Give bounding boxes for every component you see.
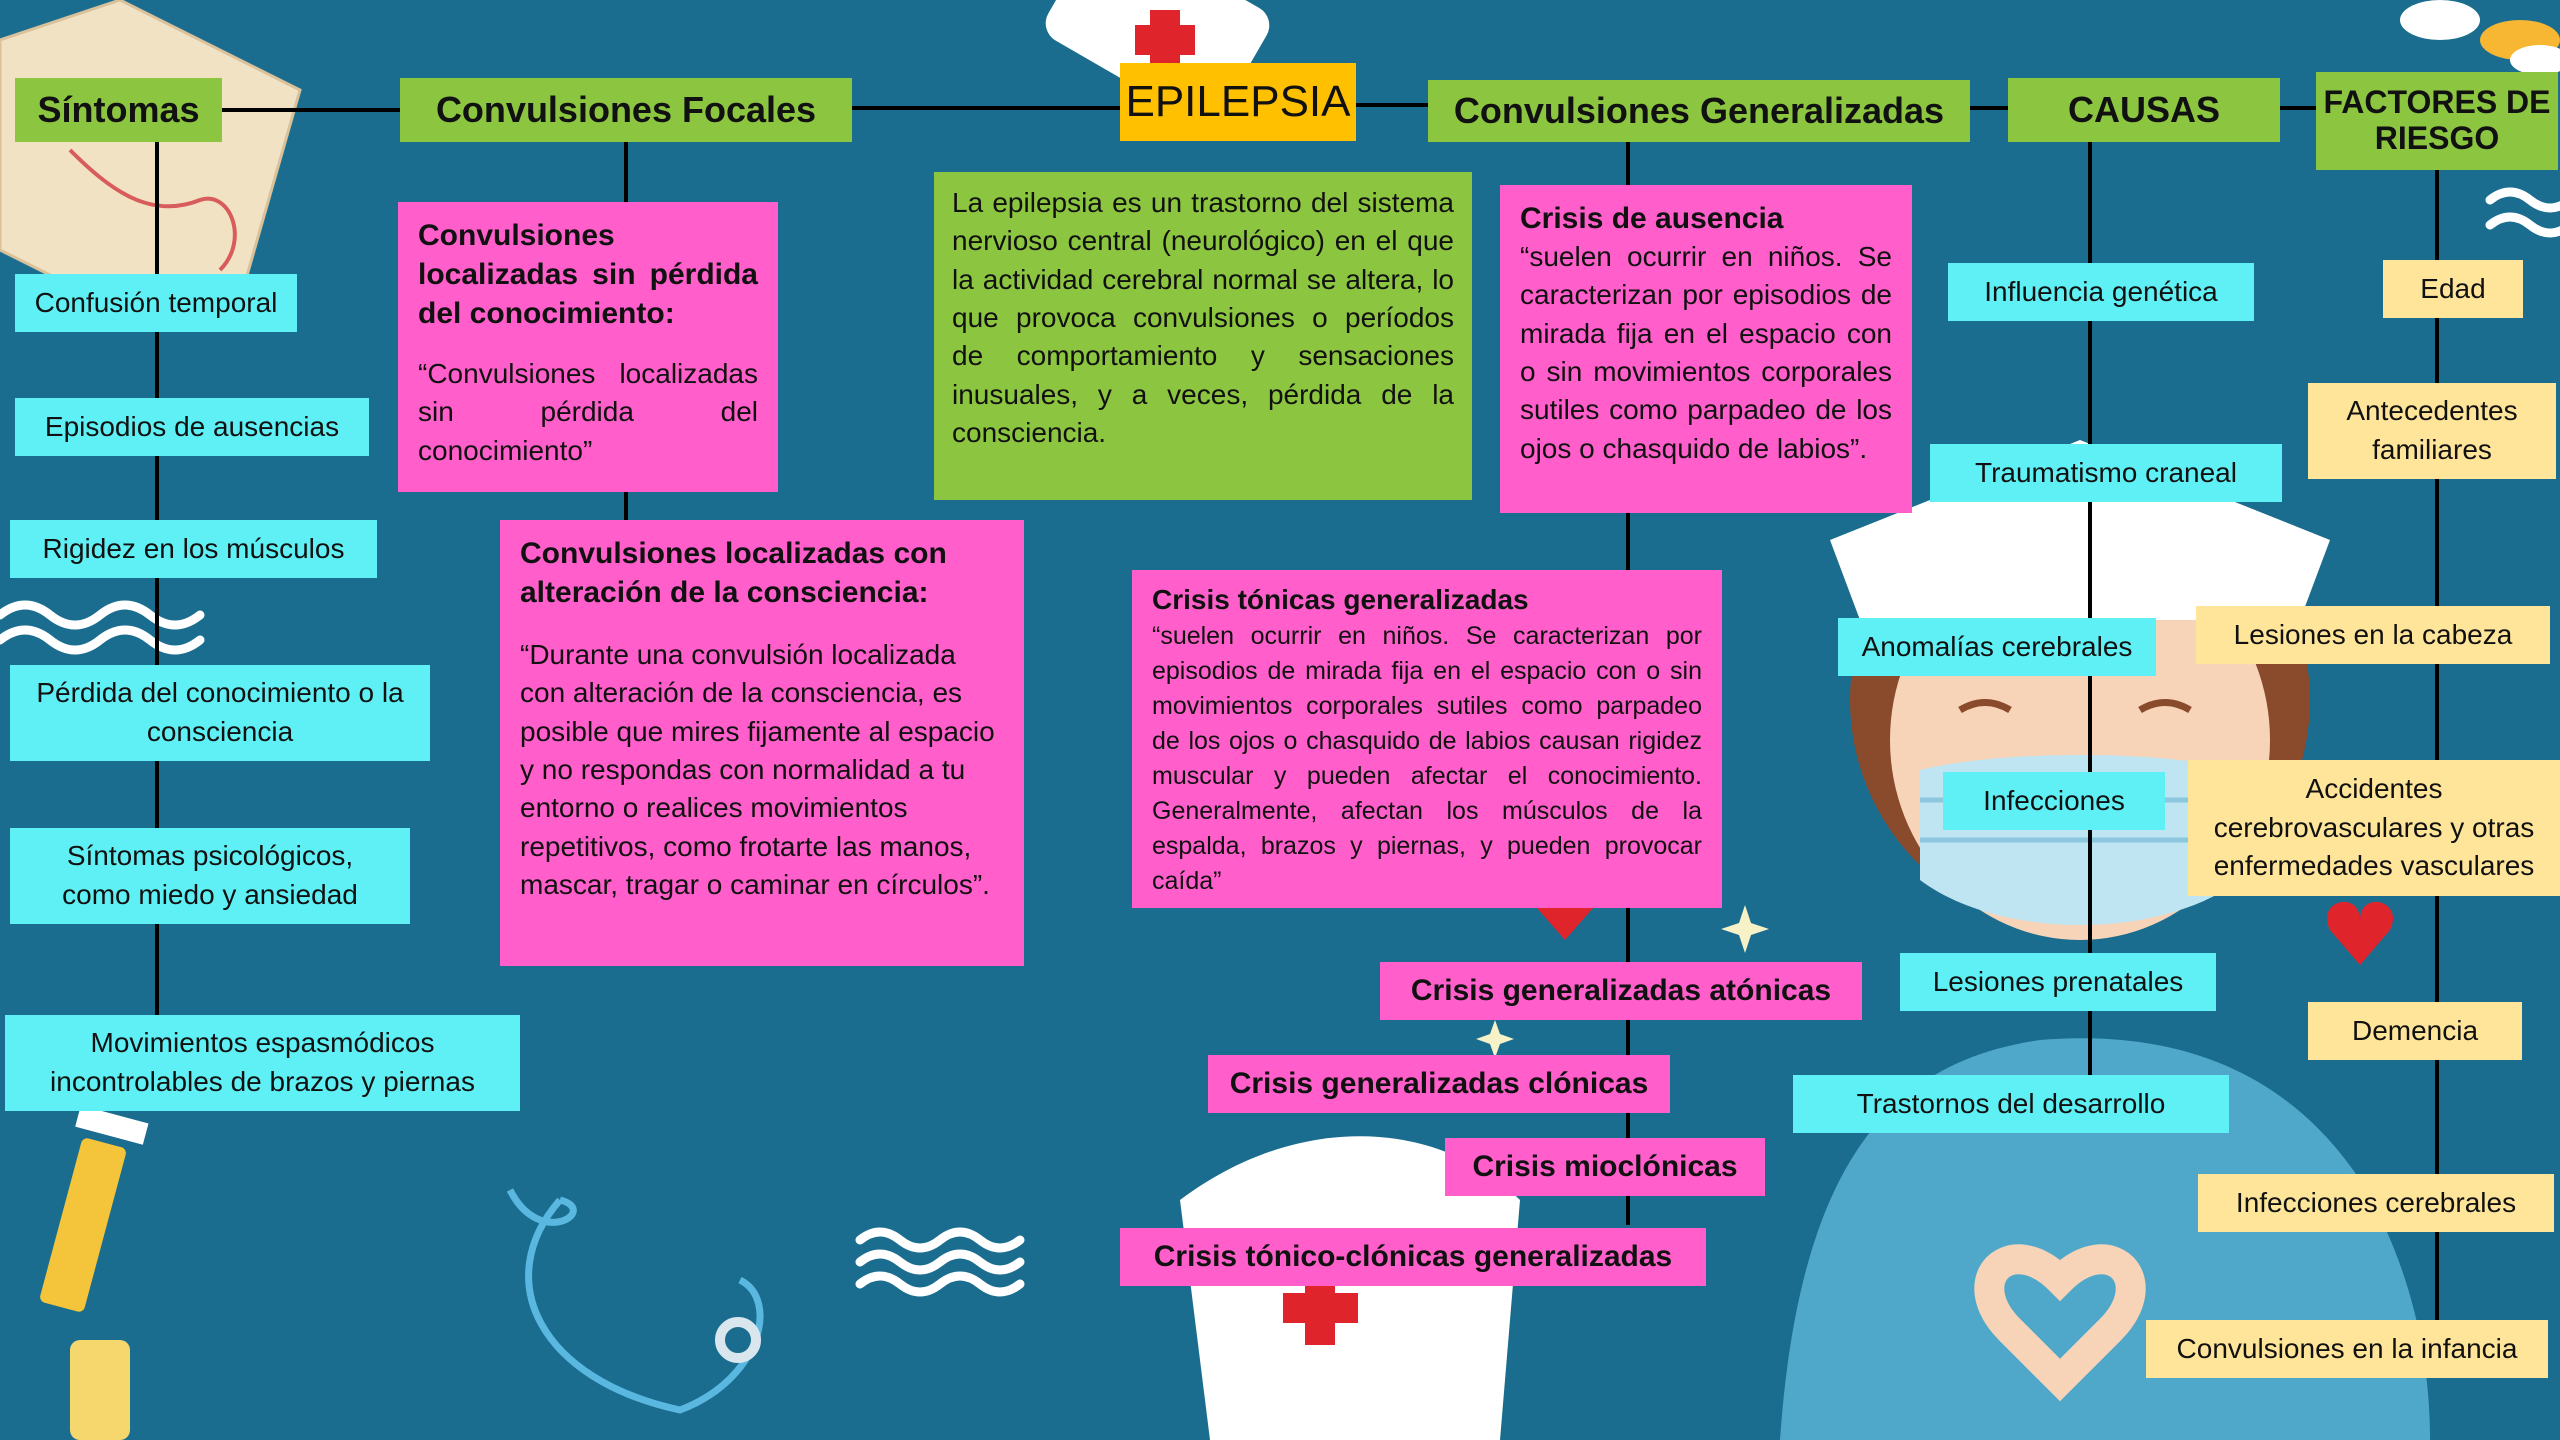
- factor-demencia: Demencia: [2308, 1002, 2522, 1060]
- crisis-clonicas: Crisis generalizadas clónicas: [1208, 1055, 1670, 1113]
- crisis-ausencia-title: Crisis de ausencia: [1520, 202, 1784, 235]
- sintoma-rigidez-musculos: Rigidez en los músculos: [10, 520, 377, 578]
- syringe-icon: [40, 1105, 149, 1440]
- focales-sin-perdida-title: Convulsiones localizadas sin pérdida del…: [418, 219, 758, 330]
- factor-lesiones-cabeza: Lesiones en la cabeza: [2196, 606, 2550, 664]
- causa-infecciones: Infecciones: [1943, 772, 2165, 830]
- sintoma-movimientos-espasmodicos: Movimientos espasmódicos incontrolables …: [5, 1015, 520, 1111]
- crisis-atonicas: Crisis generalizadas atónicas: [1380, 962, 1862, 1020]
- focales-header: Convulsiones Focales: [400, 78, 852, 142]
- causa-influencia-genetica: Influencia genética: [1948, 263, 2254, 321]
- causa-anomalias-cerebrales: Anomalías cerebrales: [1838, 618, 2156, 676]
- factores-header: FACTORES DE RIESGO: [2316, 72, 2558, 170]
- factor-infecciones-cerebrales: Infecciones cerebrales: [2198, 1174, 2554, 1232]
- causa-lesiones-prenatales: Lesiones prenatales: [1900, 953, 2216, 1011]
- pills-icon: [2400, 0, 2560, 75]
- focales-con-alteracion-title: Convulsiones localizadas con alteración …: [520, 537, 947, 609]
- causas-header: CAUSAS: [2008, 78, 2280, 142]
- stethoscope-icon: [506, 1188, 764, 1414]
- crisis-mioclonicas: Crisis mioclónicas: [1445, 1138, 1765, 1196]
- sintomas-header: Síntomas: [15, 78, 222, 142]
- sintoma-psicologicos: Síntomas psicológicos, como miedo y ansi…: [10, 828, 410, 924]
- crisis-ausencia-box: Crisis de ausencia “suelen ocurrir en ni…: [1500, 185, 1912, 513]
- generalizadas-header: Convulsiones Generalizadas: [1428, 80, 1970, 142]
- crisis-tonicas-box: Crisis tónicas generalizadas “suelen ocu…: [1132, 570, 1722, 908]
- crisis-tonicas-title: Crisis tónicas generalizadas: [1152, 584, 1529, 615]
- factor-convulsiones-infancia: Convulsiones en la infancia: [2146, 1320, 2548, 1378]
- wave-decoration-icon: [0, 187, 2560, 1297]
- causa-traumatismo-craneal: Traumatismo craneal: [1930, 444, 2282, 502]
- focales-con-alteracion-box: Convulsiones localizadas con alteración …: [500, 520, 1024, 966]
- page-title: EPILEPSIA: [1120, 63, 1356, 141]
- focales-con-alteracion-text: “Durante una convulsión localizada con a…: [520, 639, 995, 901]
- causa-trastornos-desarrollo: Trastornos del desarrollo: [1793, 1075, 2229, 1133]
- sintoma-episodios-ausencias: Episodios de ausencias: [15, 398, 369, 456]
- sparkle-icon: [1476, 905, 1769, 1058]
- crisis-tonico-clonicas: Crisis tónico-clónicas generalizadas: [1120, 1228, 1706, 1286]
- crisis-ausencia-text: “suelen ocurrir en niños. Se caracteriza…: [1520, 241, 1892, 464]
- focales-sin-perdida-text: “Convulsiones localizadas sin pérdida de…: [418, 358, 758, 466]
- factor-antecedentes-familiares: Antecedentes familiares: [2308, 383, 2556, 479]
- sintoma-perdida-conocimiento: Pérdida del conocimiento o la conscienci…: [10, 665, 430, 761]
- factor-edad: Edad: [2383, 260, 2523, 318]
- focales-sin-perdida-box: Convulsiones localizadas sin pérdida del…: [398, 202, 778, 492]
- sintoma-confusion-temporal: Confusión temporal: [15, 274, 297, 332]
- crisis-tonicas-text: “suelen ocurrir en niños. Se caracteriza…: [1152, 622, 1702, 896]
- definition-box: La epilepsia es un trastorno del sistema…: [934, 172, 1472, 500]
- factor-accidentes-cerebrovasculares: Accidentes cerebrovasculares y otras enf…: [2188, 760, 2560, 896]
